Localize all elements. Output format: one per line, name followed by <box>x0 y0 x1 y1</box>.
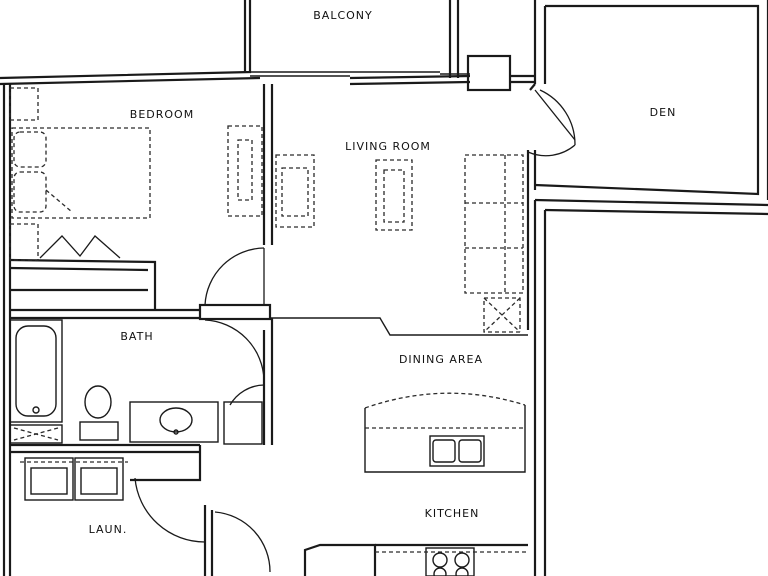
label-laundry: LAUN. <box>89 523 128 536</box>
label-den: DEN <box>650 106 677 119</box>
room-labels: BALCONY BEDROOM LIVING ROOM DEN BATH DIN… <box>89 9 677 536</box>
label-kitchen: KITCHEN <box>425 507 480 520</box>
doors <box>39 89 576 573</box>
bedroom-furniture <box>9 87 263 261</box>
living-furniture <box>275 154 524 333</box>
bath-fixtures <box>9 319 263 445</box>
label-bath: BATH <box>120 330 153 343</box>
laundry-fixtures <box>20 457 128 501</box>
label-bedroom: BEDROOM <box>130 108 194 121</box>
label-living-room: LIVING ROOM <box>345 140 431 153</box>
label-balcony: BALCONY <box>313 9 373 22</box>
kitchen-fixtures <box>364 392 528 576</box>
label-dining-area: DINING AREA <box>399 353 483 366</box>
balcony-window <box>250 71 470 77</box>
